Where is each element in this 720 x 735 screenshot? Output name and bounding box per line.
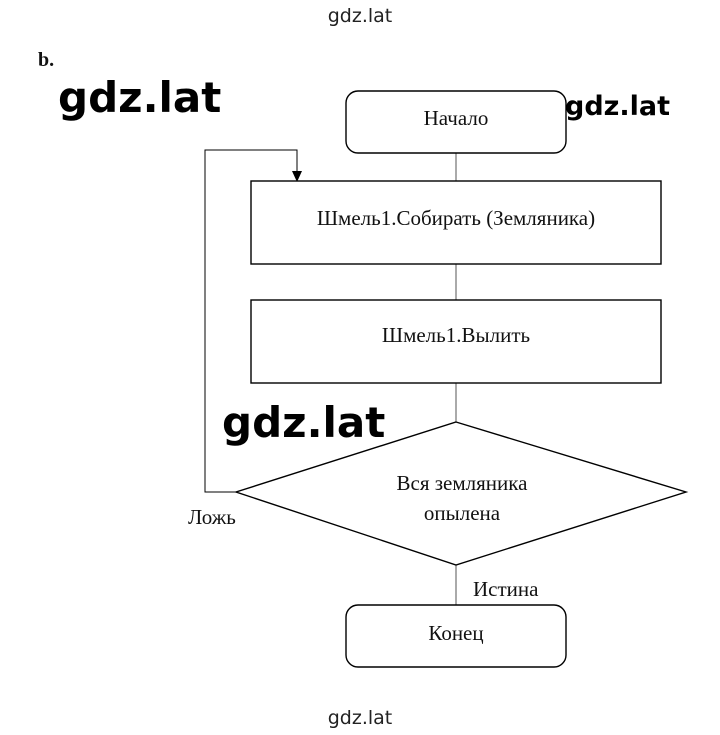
watermark-big-left: gdz.lat <box>58 73 221 122</box>
decision-label-line1: Вся земляника <box>397 471 529 495</box>
start-node <box>345 90 567 154</box>
watermark-top-right: gdz.lat <box>565 91 670 122</box>
decision-node <box>233 421 689 566</box>
end-label: Конец <box>428 621 483 645</box>
loop-arrowhead-icon <box>292 171 302 182</box>
false-branch-label: Ложь <box>188 505 236 529</box>
true-branch-label: Истина <box>473 577 539 601</box>
process-pour-label: Шмель1.Вылить <box>382 323 530 347</box>
watermark-bottom: gdz.lat <box>328 707 393 729</box>
watermark-top: gdz.lat <box>328 5 393 27</box>
loop-back-line <box>204 149 298 493</box>
watermark-clip <box>676 88 720 128</box>
end-node <box>345 604 567 668</box>
watermark-middle: gdz.lat <box>222 398 385 447</box>
process-node-pour <box>250 299 662 384</box>
start-label: Начало <box>424 106 489 130</box>
part-label: b. <box>38 49 54 71</box>
process-node-collect <box>250 180 662 265</box>
decision-label-line2: опылена <box>424 501 501 525</box>
process-collect-label: Шмель1.Собирать (Земляника) <box>317 206 595 230</box>
